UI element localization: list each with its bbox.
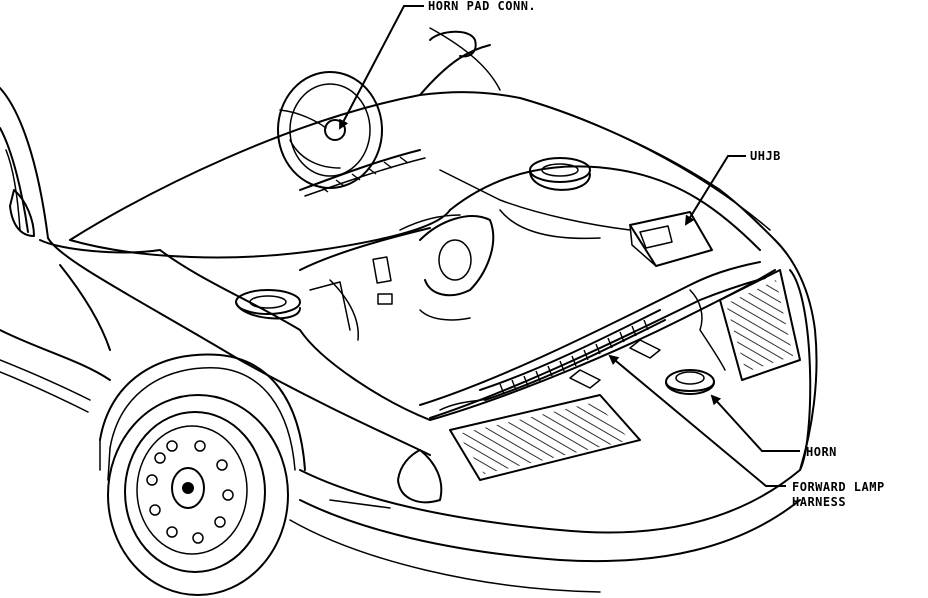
grille-hatch-right (726, 280, 793, 372)
horn-part (665, 369, 715, 395)
front-wheel (107, 394, 289, 596)
label-horn: HORN (806, 445, 837, 459)
steering-wheel (277, 71, 383, 189)
engine-bay (159, 157, 776, 421)
label-horn-pad-conn: HORN PAD CONN. (428, 0, 536, 13)
uhjb-box (629, 211, 713, 267)
callout-horn-pad-conn: HORN PAD CONN. (339, 0, 536, 130)
forward-lamp-harness-conduit (479, 309, 666, 401)
car-body (0, 27, 818, 596)
label-forward-lamp-line1: FORWARD LAMP (792, 480, 885, 494)
callout-forward-lamp-harness: FORWARD LAMP HARNESS (608, 354, 885, 509)
callout-horn: HORN (710, 394, 837, 459)
label-uhjb: UHJB (750, 149, 781, 163)
label-forward-lamp-line2: HARNESS (792, 495, 846, 509)
callout-uhjb: UHJB (684, 149, 781, 226)
